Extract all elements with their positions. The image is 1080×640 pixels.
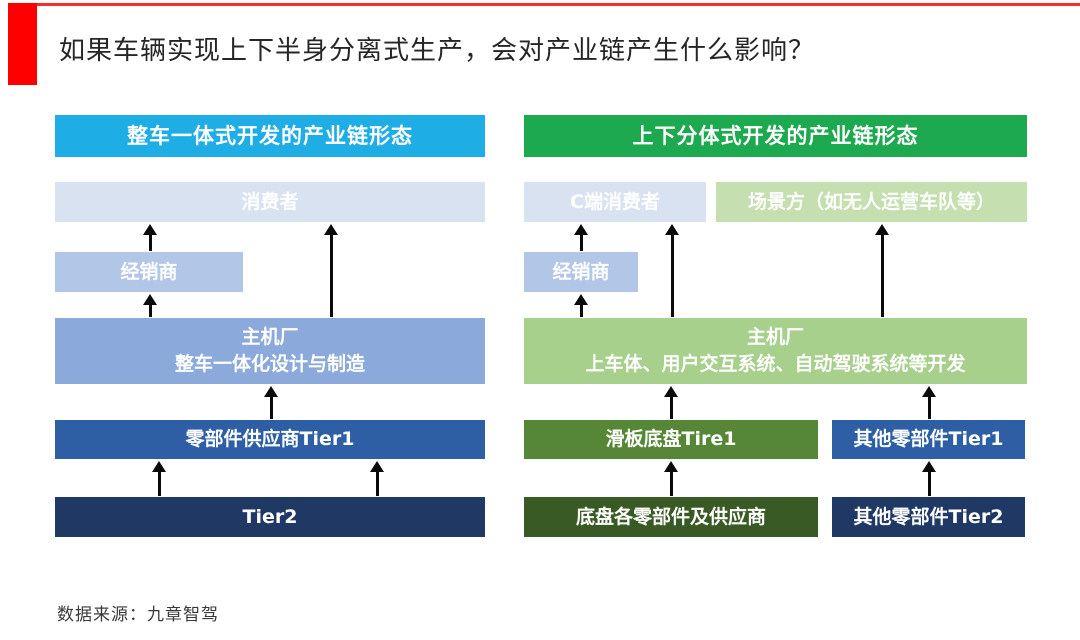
node-skateboard-tier1-label: 滑板底盘Tire1 <box>605 428 737 450</box>
node-consumer: 消费者 <box>55 182 485 222</box>
left-chain-header-label: 整车一体式开发的产业链形态 <box>127 123 413 148</box>
arrow-stem <box>927 397 931 419</box>
up-arrow <box>370 461 384 496</box>
right-chain-header-label: 上下分体式开发的产业链形态 <box>632 123 919 148</box>
node-oem-left-line1: 主机厂 <box>241 326 299 348</box>
top-rule <box>8 3 1080 6</box>
arrow-head-icon <box>922 386 936 397</box>
up-arrow <box>152 461 166 496</box>
up-arrow <box>664 386 678 419</box>
up-arrow <box>664 461 678 496</box>
up-arrow <box>922 461 936 496</box>
node-skateboard-tier1: 滑板底盘Tire1 <box>524 420 818 459</box>
node-c-consumer-label: C端消费者 <box>570 190 660 213</box>
arrow-stem <box>157 472 161 496</box>
node-dealer-right: 经销商 <box>524 252 638 292</box>
page-title: 如果车辆实现上下半身分离式生产，会对产业链产生什么影响？ <box>59 36 816 66</box>
arrow-stem <box>375 472 379 496</box>
up-arrow <box>574 224 588 251</box>
arrow-head-icon <box>665 224 679 235</box>
arrow-head-icon <box>922 461 936 472</box>
up-arrow <box>143 294 157 317</box>
arrow-head-icon <box>574 294 588 305</box>
node-other-tier2: 其他零部件Tier2 <box>832 497 1025 537</box>
node-scene-party: 场景方（如无人运营车队等） <box>716 182 1027 222</box>
node-c-consumer: C端消费者 <box>524 182 706 222</box>
node-other-tier1-label: 其他零部件Tier1 <box>853 428 1004 450</box>
arrow-head-icon <box>143 224 157 235</box>
node-scene-party-label: 场景方（如无人运营车队等） <box>747 190 995 213</box>
arrow-head-icon <box>152 461 166 472</box>
node-oem-right-line2: 上车体、用户交互系统、自动驾驶系统等开发 <box>585 353 966 375</box>
source-note: 数据来源：九章智驾 <box>57 605 219 625</box>
arrow-head-icon <box>370 461 384 472</box>
node-oem-right-line1: 主机厂 <box>746 326 804 348</box>
up-arrow <box>143 224 157 251</box>
arrow-stem <box>579 305 583 317</box>
arrow-head-icon <box>143 294 157 305</box>
arrow-stem <box>148 235 152 251</box>
node-consumer-label: 消费者 <box>241 190 299 213</box>
arrow-stem <box>880 235 884 317</box>
arrow-stem <box>329 235 333 317</box>
arrow-stem <box>579 235 583 251</box>
node-chassis-suppliers: 底盘各零部件及供应商 <box>524 497 818 537</box>
node-dealer-left-label: 经销商 <box>120 260 178 283</box>
red-accent-bar <box>8 3 37 85</box>
arrow-stem <box>669 397 673 419</box>
node-tier2-left: Tier2 <box>55 497 485 537</box>
arrow-stem <box>148 305 152 317</box>
arrow-stem <box>269 397 273 419</box>
arrow-stem <box>927 472 931 496</box>
arrow-head-icon <box>875 224 889 235</box>
up-arrow <box>324 224 338 317</box>
node-oem-left-line2: 整车一体化设计与制造 <box>174 353 365 375</box>
node-other-tier2-label: 其他零部件Tier2 <box>853 505 1004 528</box>
up-arrow <box>922 386 936 419</box>
node-chassis-suppliers-label: 底盘各零部件及供应商 <box>575 505 766 528</box>
node-tier1-left: 零部件供应商Tier1 <box>55 420 485 459</box>
node-tier2-left-label: Tier2 <box>242 505 298 528</box>
node-oem-left: 主机厂 整车一体化设计与制造 <box>55 318 485 384</box>
arrow-head-icon <box>324 224 338 235</box>
node-other-tier1: 其他零部件Tier1 <box>832 420 1025 459</box>
up-arrow <box>574 294 588 317</box>
node-tier1-left-label: 零部件供应商Tier1 <box>185 428 355 450</box>
arrow-head-icon <box>664 461 678 472</box>
node-oem-right: 主机厂 上车体、用户交互系统、自动驾驶系统等开发 <box>524 318 1027 384</box>
left-chain-header: 整车一体式开发的产业链形态 <box>55 115 485 157</box>
up-arrow <box>665 224 679 317</box>
node-dealer-right-label: 经销商 <box>552 260 610 283</box>
node-dealer-left: 经销商 <box>55 252 243 292</box>
arrow-head-icon <box>664 386 678 397</box>
right-chain-header: 上下分体式开发的产业链形态 <box>524 115 1027 157</box>
arrow-head-icon <box>574 224 588 235</box>
arrow-stem <box>670 235 674 317</box>
up-arrow <box>875 224 889 317</box>
arrow-stem <box>669 472 673 496</box>
arrow-head-icon <box>264 386 278 397</box>
up-arrow <box>264 386 278 419</box>
